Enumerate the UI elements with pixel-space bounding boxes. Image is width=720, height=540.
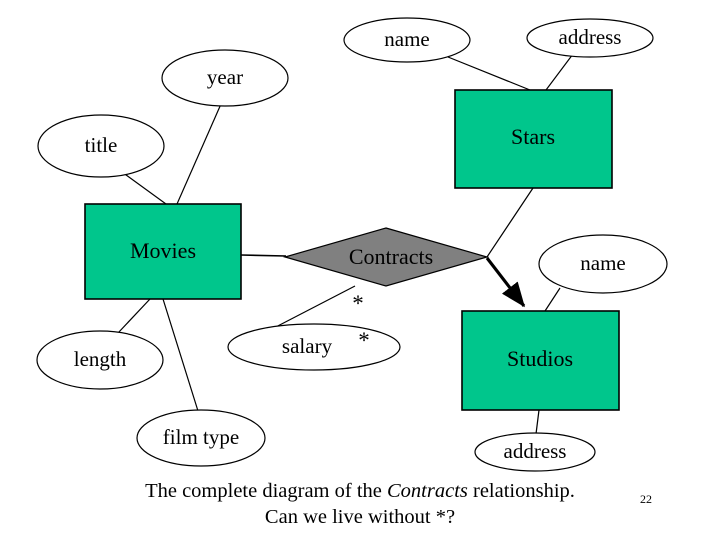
attribute-node-film-type[interactable]: film type (136, 409, 266, 467)
edge-length-movies (117, 298, 151, 334)
attribute-ellipse-star-name (343, 17, 471, 63)
caption-line1-emphasis: Contracts (387, 480, 468, 502)
relationship-node-contracts[interactable]: Contracts (282, 227, 490, 287)
slide-caption: The complete diagram of the Contracts re… (0, 478, 720, 530)
attribute-label-film-type: film type (163, 425, 239, 449)
edge-layer (117, 53, 574, 435)
caption-line1-suffix: relationship. (467, 480, 575, 502)
attribute-label-year: year (207, 65, 243, 89)
edge-starname-stars (447, 56, 531, 91)
relationship-label-contracts: Contracts (349, 244, 433, 269)
entity-rect-stars (454, 89, 613, 189)
attribute-ellipse-film-type (136, 409, 266, 467)
attribute-ellipse-length (36, 330, 164, 390)
attribute-ellipse-studio-address (474, 432, 596, 472)
attribute-node-star-address[interactable]: address (526, 18, 654, 58)
edge-title-movies (121, 171, 167, 205)
edge-studioaddress-studios (535, 409, 540, 435)
entity-node-stars[interactable]: Stars (454, 89, 613, 189)
entity-rect-movies (84, 203, 242, 300)
marker-layer: * * (352, 291, 370, 353)
attribute-label-star-address: address (559, 25, 622, 49)
star-marker-on-salary: * (358, 328, 370, 353)
attribute-ellipse-star-address (526, 18, 654, 58)
attribute-label-studio-name: name (580, 251, 625, 275)
edge-contracts-studios (485, 257, 526, 308)
edge-filmtype-movies (162, 298, 199, 412)
entity-label-stars: Stars (511, 124, 555, 149)
entity-label-movies: Movies (130, 238, 196, 263)
star-marker-on-edge: * (352, 291, 364, 316)
entity-layer: Movies Stars Studios (84, 89, 620, 411)
relationship-diamond-contracts (282, 227, 490, 287)
caption-line-2: Can we live without *? (264, 506, 456, 528)
edge-year-movies (176, 103, 222, 205)
attribute-ellipse-title (37, 114, 165, 178)
attribute-node-title[interactable]: title (37, 114, 165, 178)
edge-movies-contracts (240, 254, 287, 257)
attribute-ellipse-studio-name (538, 234, 668, 294)
page-number: 22 (640, 492, 652, 506)
attribute-node-salary[interactable]: salary (227, 323, 401, 371)
attribute-ellipse-salary (227, 323, 401, 371)
attribute-node-year[interactable]: year (161, 49, 289, 107)
edge-staraddress-stars (545, 53, 574, 91)
entity-node-studios[interactable]: Studios (461, 310, 620, 411)
attribute-node-star-name[interactable]: name (343, 17, 471, 63)
edge-contracts-salary (269, 285, 356, 331)
attribute-label-star-name: name (384, 27, 429, 51)
attribute-label-salary: salary (282, 334, 333, 358)
attribute-node-studio-address[interactable]: address (474, 432, 596, 472)
attribute-label-title: title (85, 133, 118, 157)
caption-line-1: The complete diagram of the Contracts re… (0, 478, 720, 504)
attribute-ellipse-year (161, 49, 289, 107)
attribute-node-length[interactable]: length (36, 330, 164, 390)
attribute-node-studio-name[interactable]: name (538, 234, 668, 294)
attribute-label-length: length (74, 347, 127, 371)
attribute-label-studio-address: address (504, 439, 567, 463)
attribute-layer: year title length film type name address (36, 17, 668, 472)
edge-contracts-stars (486, 187, 534, 258)
entity-node-movies[interactable]: Movies (84, 203, 242, 300)
entity-label-studios: Studios (507, 346, 573, 371)
entity-rect-studios (461, 310, 620, 411)
caption-line1-prefix: The complete diagram of the (145, 480, 387, 502)
edge-studioname-studios (544, 287, 561, 312)
